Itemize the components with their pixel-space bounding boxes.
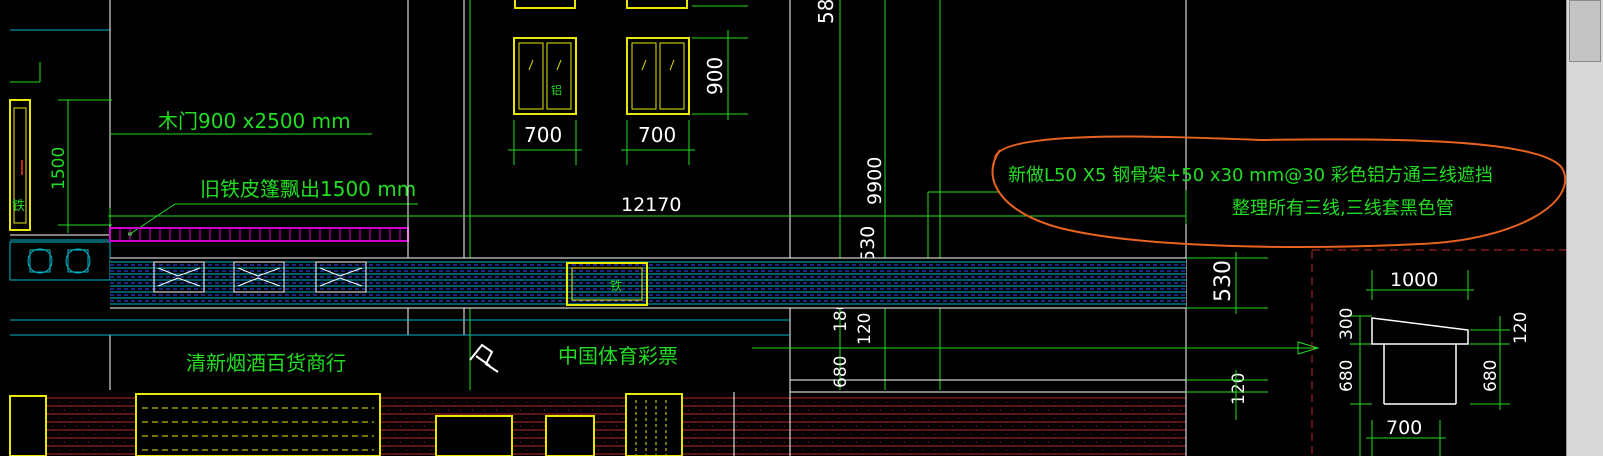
- dimension-label: 700: [1386, 417, 1422, 439]
- dimension-label: 900: [703, 57, 727, 95]
- dimension-label: 1000: [1390, 269, 1438, 291]
- dimension-label: 680: [831, 356, 851, 388]
- annotation-line-1: 新做L50 X5 钢骨架+50 x30 mm@30 彩色铝方通三线遮挡: [1008, 165, 1493, 186]
- dim-9900: [839, 0, 886, 390]
- dim-12170: [108, 190, 1187, 224]
- dimension-label: 680: [1337, 360, 1357, 392]
- dim-1500: 1500: [49, 99, 112, 233]
- dimension-label: 120: [1511, 312, 1531, 344]
- dimension-label: 680: [1481, 360, 1501, 392]
- dimension-label: 700: [524, 123, 562, 147]
- dimension-label: 铝: [551, 83, 562, 97]
- dimension-label: 12170: [621, 194, 681, 216]
- brick-base: [9, 379, 1187, 456]
- dimension-label: 120: [855, 313, 875, 345]
- annotation-line-2: 整理所有三线,三线套黑色管: [1232, 198, 1454, 219]
- detail-arrow: [752, 341, 1320, 355]
- vertical-scrollbar[interactable]: [1566, 0, 1603, 456]
- dimension-label: 1500: [49, 147, 69, 190]
- window-top-stubs: [514, 0, 688, 9]
- wood-door-callout: 木门900 x2500 mm: [110, 109, 372, 135]
- wood-door-label: 木门900 x2500 mm: [158, 109, 351, 133]
- lottery-logo-icon: [469, 343, 499, 373]
- dimension-label: 530: [1211, 260, 1236, 302]
- scrollbar-thumb[interactable]: [1569, 0, 1601, 62]
- left-mark: 铁: [12, 199, 25, 214]
- dim-530-right: [1186, 252, 1268, 314]
- lottery-label: 中国体育彩票: [558, 344, 678, 368]
- markup-ellipse: [991, 135, 1567, 248]
- window-right: [626, 37, 690, 115]
- lottery-sign-board: 铁: [566, 262, 648, 306]
- detail-box: [1311, 249, 1569, 456]
- window-dims: [508, 5, 748, 165]
- dimension-label: 300: [1337, 308, 1357, 340]
- band-ornaments: [153, 261, 367, 293]
- dimension-label: 9900: [864, 157, 886, 205]
- dimension-label: 58: [814, 0, 838, 24]
- dimension-label: 120: [1229, 373, 1249, 405]
- dimension-label: 700: [638, 123, 676, 147]
- iron-canopy-label: 旧铁皮篷飘出1500 mm: [200, 177, 416, 201]
- left-building: 铁: [9, 0, 111, 281]
- dimension-label: 530: [857, 226, 879, 262]
- shop-sign-label: 清新烟酒百货商行: [186, 351, 346, 375]
- dimension-label: 铁: [610, 279, 622, 293]
- dim-120-lower: [1186, 370, 1268, 420]
- window-left: 铝: [513, 37, 577, 115]
- storefront-frame: [10, 319, 790, 336]
